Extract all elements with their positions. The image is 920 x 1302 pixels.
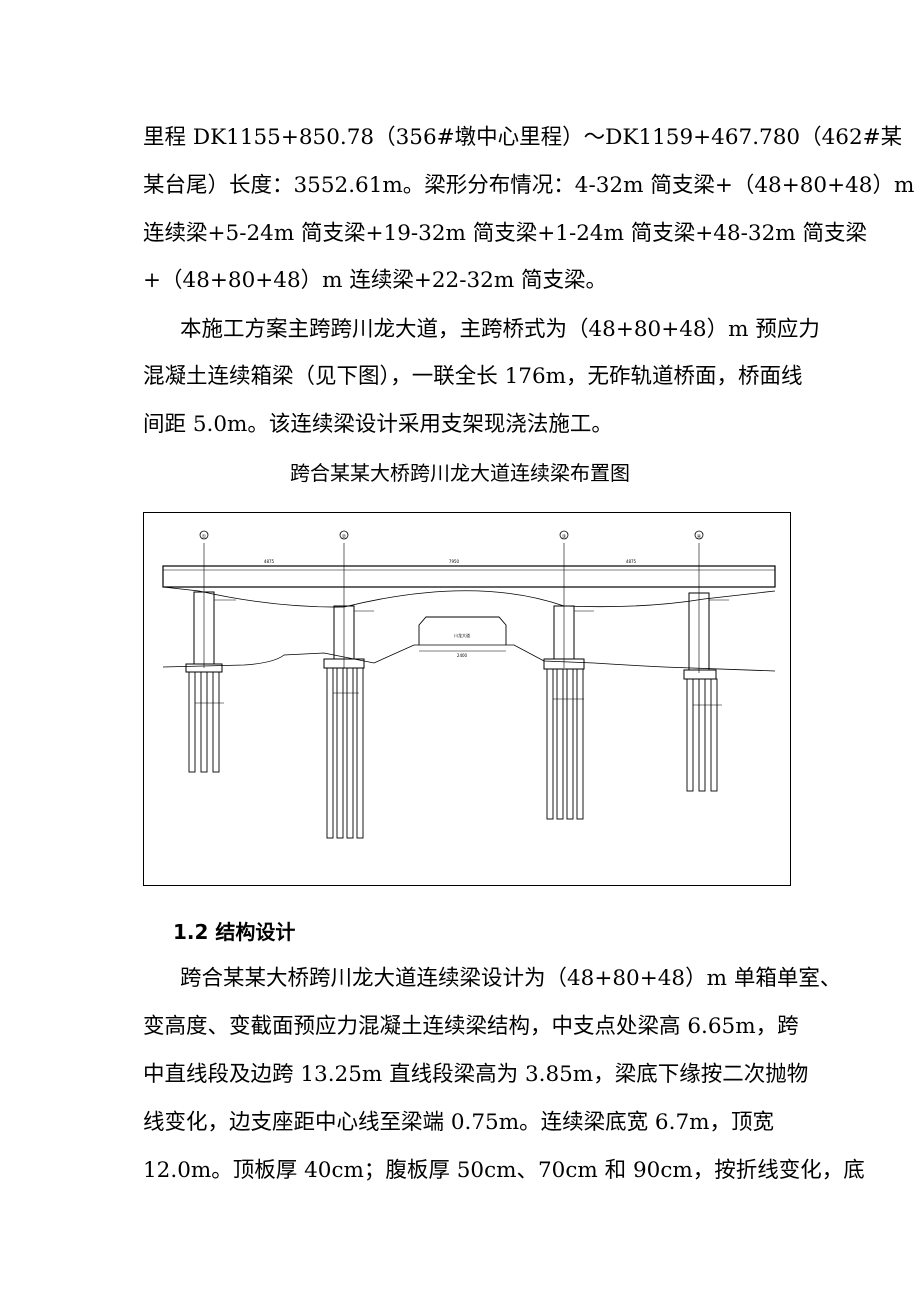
pile-cap-4 [683,669,717,680]
text-line: 本施工方案主跨跨川龙大道，主跨桥式为（48+80+48）m 预应力 [180,317,820,342]
pile-cap-3 [543,658,585,670]
pier-marker-1: ① [202,534,207,540]
bridge-elevation-svg: ① ② ③ ④ 4875 7950 4875 [162,530,776,839]
text-line: +（48+80+48）m 连续梁+22-32m 简支梁。 [143,268,608,293]
figure-caption: 跨合某某大桥跨川龙大道连续梁布置图 [290,461,630,485]
text-line: 12.0m。顶板厚 40cm；腹板厚 50cm、70cm 和 90cm，按折线变… [143,1158,865,1183]
road-clearance-outline [418,616,507,645]
bridge-layout-drawing: ① ② ③ ④ 4875 7950 4875 [143,512,791,886]
text-line: 间距 5.0m。该连续梁设计采用支架现浇法施工。 [143,412,613,437]
ground-line [162,644,776,672]
pile-cap-2 [323,658,365,669]
text-line: 某台尾）长度：3552.61m。梁形分布情况：4-32m 简支梁+（48+80+… [143,173,915,198]
pier-marker-3: ③ [562,534,566,540]
span-label-left: 4875 [264,559,275,564]
text-line: 连续梁+5-24m 简支梁+19-32m 简支梁+1-24m 简支梁+48-32… [143,221,868,246]
pile-group [188,667,718,839]
text-line: 中直线段及边跨 13.25m 直线段梁高为 3.85m，梁底下缘按二次抛物 [143,1062,809,1087]
road-label: 川龙大道 [454,632,470,638]
text-line: 混凝土连续箱梁（见下图），一联全长 176m，无砟轨道桥面，桥面线 [143,364,803,389]
girder-soffit-line [162,586,776,608]
road-width-label: 2400 [457,653,468,658]
section-heading: 1.2 结构设计 [173,920,296,944]
text-line: 线变化，边支座距中心线至梁端 0.75m。连续梁底宽 6.7m，顶宽 [143,1110,775,1135]
pier-marker-4: ④ [697,534,702,540]
span-label-right: 4875 [626,559,637,564]
text-line: 里程 DK1155+850.78（356#墩中心里程）～DK1159+467.7… [143,125,903,150]
text-line: 变高度、变截面预应力混凝土连续梁结构，中支点处梁高 6.65m，跨 [143,1014,799,1039]
span-label-main: 7950 [449,559,460,564]
pier-marker-2: ② [342,534,347,540]
text-line: 跨合某某大桥跨川龙大道连续梁设计为（48+80+48）m 单箱单室、 [180,966,842,991]
box-girder-deck [162,565,776,588]
